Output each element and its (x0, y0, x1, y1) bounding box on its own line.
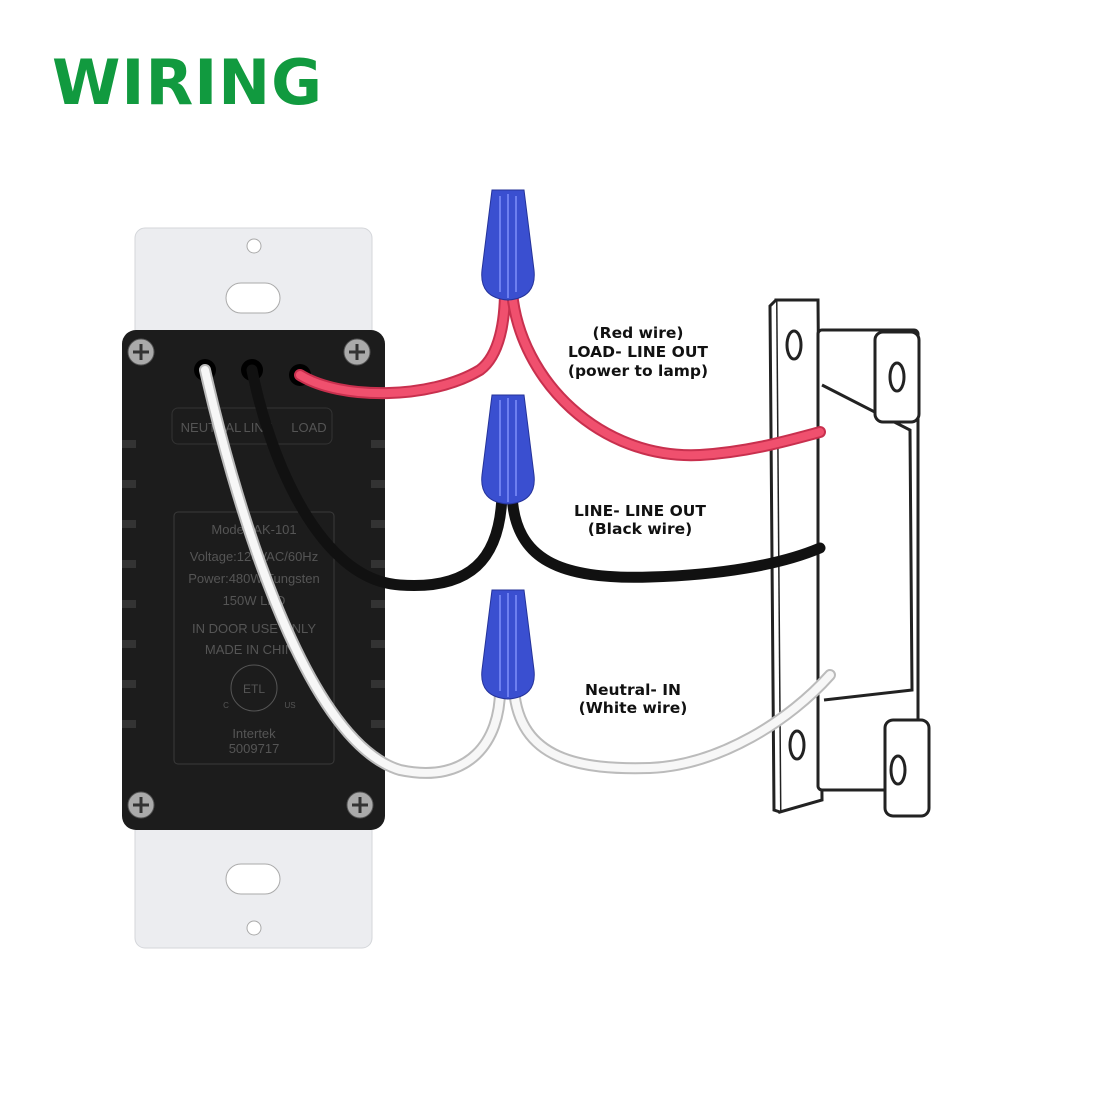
outlet-box-sketch (768, 298, 931, 818)
label-line: IN DOOR USE ONLY (192, 621, 316, 636)
cert-number: 5009717 (229, 741, 280, 756)
terminal-load-label: LOAD (291, 420, 326, 435)
red-wire-callout: (Red wire) LOAD- LINE OUT (power to lamp… (568, 324, 709, 380)
wire-nut-icon (481, 394, 535, 505)
white-wire-callout: Neutral- IN (White wire) (579, 681, 688, 717)
page-title: WIRING (52, 46, 324, 119)
cert-us: US (284, 701, 295, 710)
terminal-neutral-label: NEUTRAL (181, 420, 242, 435)
callout-line: LINE- LINE OUT (574, 502, 706, 520)
callout-line: LOAD- LINE OUT (568, 343, 708, 361)
wires (199, 284, 836, 779)
etl-mark: ETL (243, 682, 265, 696)
label-line: MADE IN CHINA (205, 642, 304, 657)
label-line: Power:480W Tungsten (188, 571, 320, 586)
black-wire-callout: LINE- LINE OUT (Black wire) (574, 502, 706, 538)
screw-icon (127, 338, 374, 819)
etl-logo (230, 664, 278, 712)
callout-line: Neutral- IN (585, 681, 681, 699)
wire-nut-icon (481, 189, 535, 301)
switch-body: NEUTRAL LINE LOAD Model: AK-101 Voltage:… (122, 330, 385, 830)
black-wire (246, 364, 508, 592)
callout-line: (Red wire) (593, 324, 684, 342)
callout-line: (White wire) (579, 699, 688, 717)
spec-label (173, 511, 335, 765)
callout-line: (power to lamp) (568, 362, 708, 380)
cert-brand: Intertek (232, 726, 276, 741)
cert-c: C (223, 701, 229, 710)
wire-nut-icon (481, 589, 535, 700)
callout-line: (Black wire) (588, 520, 692, 538)
